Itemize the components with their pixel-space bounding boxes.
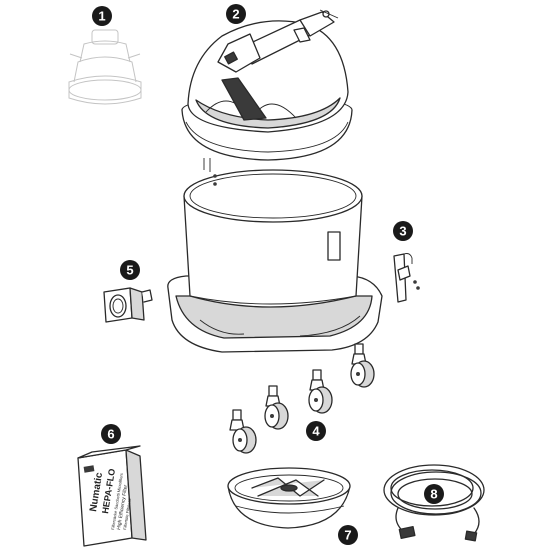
inlet-fitting-part[interactable] — [103, 287, 153, 323]
callout-6: 6 — [101, 424, 121, 444]
castor-wheel — [264, 385, 289, 430]
callout-8-number: 8 — [430, 487, 437, 502]
castor-wheels-part[interactable] — [229, 343, 375, 454]
castor-wheel — [350, 343, 375, 388]
callout-5-number: 5 — [126, 263, 133, 278]
callout-1-number: 1 — [98, 9, 105, 24]
callout-2: 2 — [226, 4, 246, 24]
callout-6-number: 6 — [107, 427, 114, 442]
callout-8: 8 — [424, 484, 444, 504]
callout-7-number: 7 — [344, 528, 351, 543]
filter-bowl-part[interactable] — [227, 467, 351, 529]
callout-4: 4 — [306, 421, 326, 441]
clip-bracket-part[interactable] — [393, 253, 420, 303]
power-cable-part[interactable] — [383, 464, 485, 542]
callout-3-number: 3 — [399, 224, 406, 239]
filter-bag-box-part[interactable]: Numatic HEPA-FLO Filtersäcke Sacchetti M… — [77, 445, 147, 547]
callout-3: 3 — [393, 221, 413, 241]
tank-body — [167, 169, 383, 353]
vacuum-head-part[interactable] — [181, 9, 353, 172]
callout-2-number: 2 — [232, 7, 239, 22]
bag-fine-print: Filtertüte Filtresac — [122, 498, 132, 530]
callout-7: 7 — [338, 525, 358, 545]
callout-1: 1 — [92, 6, 112, 26]
callout-5: 5 — [120, 260, 140, 280]
castor-wheel — [308, 369, 333, 414]
callout-4-number: 4 — [312, 424, 320, 439]
castor-wheel — [229, 409, 257, 454]
motor-part[interactable] — [68, 29, 142, 105]
